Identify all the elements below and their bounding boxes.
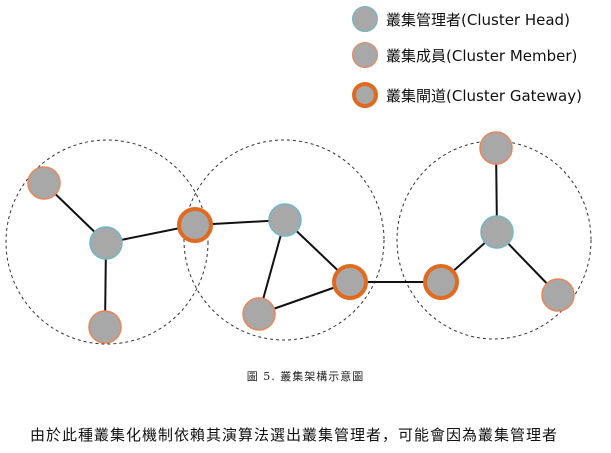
cluster-gateway-node	[332, 264, 368, 300]
legend-item-head: 叢集管理者(Cluster Head)	[352, 4, 570, 34]
cluster-member-node	[27, 166, 61, 200]
cluster-head-legend-icon	[352, 6, 378, 32]
figure-caption: 圖 5. 叢集架構示意圖	[246, 370, 365, 383]
cluster-member-node	[88, 310, 122, 344]
cluster-head-node	[480, 215, 514, 249]
cluster-member-node	[479, 131, 513, 165]
cluster-boundary-left	[5, 139, 209, 345]
cluster-member-node	[242, 297, 276, 331]
cluster-head-node	[268, 203, 302, 237]
legend-label-member: 叢集成員(Cluster Member)	[386, 46, 578, 65]
legend-label-head: 叢集管理者(Cluster Head)	[386, 10, 570, 29]
cluster-member-legend-icon	[352, 42, 378, 68]
legend-item-gateway: 叢集閘道(Cluster Gateway)	[352, 80, 582, 110]
cluster-gateway-legend-icon	[352, 82, 378, 108]
legend-label-gateway: 叢集閘道(Cluster Gateway)	[386, 86, 582, 105]
cluster-diagram	[5, 131, 592, 345]
body-text: 由於此種叢集化機制依賴其演算法選出叢集管理者，可能會因為叢集管理者	[30, 426, 559, 444]
cluster-gateway-node	[177, 207, 213, 243]
cluster-member-node	[541, 278, 575, 312]
legend-item-member: 叢集成員(Cluster Member)	[352, 40, 577, 70]
cluster-gateway-node	[423, 264, 459, 300]
cluster-boundary-right	[396, 140, 592, 340]
cluster-head-node	[89, 226, 123, 260]
cluster-boundary-middle	[183, 139, 385, 341]
